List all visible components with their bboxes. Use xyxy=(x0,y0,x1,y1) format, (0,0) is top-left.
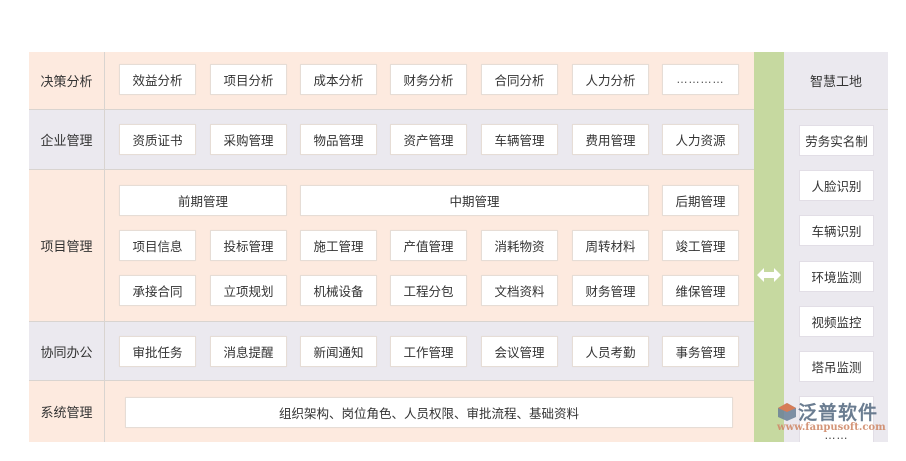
module-benefit-analysis[interactable]: 效益分析 xyxy=(119,64,196,95)
module-consumables[interactable]: 消耗物资 xyxy=(481,230,558,261)
module-realname-labor[interactable]: 劳务实名制 xyxy=(799,125,874,156)
module-completion[interactable]: 竣工管理 xyxy=(662,230,739,261)
row-label: 企业管理 xyxy=(29,110,105,169)
module-news[interactable]: 新闻通知 xyxy=(300,336,377,367)
module-more[interactable]: ………… xyxy=(662,64,739,95)
phase-early[interactable]: 前期管理 xyxy=(119,185,287,216)
module-finance[interactable]: 财务管理 xyxy=(572,275,649,306)
smart-site-title: 智慧工地 xyxy=(784,52,888,110)
module-qualification-cert[interactable]: 资质证书 xyxy=(119,124,196,155)
module-finance-analysis[interactable]: 财务分析 xyxy=(390,64,467,95)
module-turnover-materials[interactable]: 周转材料 xyxy=(572,230,649,261)
module-video-surveillance[interactable]: 视频监控 xyxy=(799,306,874,337)
module-bidding[interactable]: 投标管理 xyxy=(210,230,287,261)
row-label: 协同办公 xyxy=(29,322,105,380)
connector-bar xyxy=(754,52,784,442)
more-label: …… xyxy=(824,429,849,442)
module-face-recognition[interactable]: 人脸识别 xyxy=(799,170,874,201)
module-environment-monitoring[interactable]: 环境监测 xyxy=(799,261,874,292)
row-label: 项目管理 xyxy=(29,170,105,321)
module-goods[interactable]: 物品管理 xyxy=(300,124,377,155)
row-decision-analysis: 决策分析 效益分析 项目分析 成本分析 财务分析 合同分析 人力分析 ………… xyxy=(29,52,754,110)
row-system-management: 系统管理 组织架构、岗位角色、人员权限、审批流程、基础资料 xyxy=(29,381,754,442)
module-work[interactable]: 工作管理 xyxy=(390,336,467,367)
row-label: 系统管理 xyxy=(29,381,105,442)
module-approval-tasks[interactable]: 审批任务 xyxy=(119,336,196,367)
module-more-smart-site[interactable]: …… xyxy=(799,396,874,442)
module-assets[interactable]: 资产管理 xyxy=(390,124,467,155)
module-machinery[interactable]: 机械设备 xyxy=(300,275,377,306)
module-tower-crane-monitoring[interactable]: 塔吊监测 xyxy=(799,351,874,382)
phase-middle[interactable]: 中期管理 xyxy=(300,185,649,216)
module-contract-analysis[interactable]: 合同分析 xyxy=(481,64,558,95)
module-project-analysis[interactable]: 项目分析 xyxy=(210,64,287,95)
module-affairs[interactable]: 事务管理 xyxy=(662,336,739,367)
module-cost-analysis[interactable]: 成本分析 xyxy=(300,64,377,95)
module-construction[interactable]: 施工管理 xyxy=(300,230,377,261)
module-human-resources[interactable]: 人力资源 xyxy=(662,124,739,155)
module-maintenance[interactable]: 维保管理 xyxy=(662,275,739,306)
module-meetings[interactable]: 会议管理 xyxy=(481,336,558,367)
module-notifications[interactable]: 消息提醒 xyxy=(210,336,287,367)
row-collaborative-office: 协同办公 审批任务 消息提醒 新闻通知 工作管理 会议管理 人员考勤 事务管理 xyxy=(29,322,754,381)
module-subcontract[interactable]: 工程分包 xyxy=(390,275,467,306)
double-arrow-icon xyxy=(757,268,781,282)
module-contract-undertaking[interactable]: 承接合同 xyxy=(119,275,196,306)
phase-late[interactable]: 后期管理 xyxy=(662,185,739,216)
module-documents[interactable]: 文档资料 xyxy=(481,275,558,306)
module-expenses[interactable]: 费用管理 xyxy=(572,124,649,155)
row-label: 决策分析 xyxy=(29,52,105,109)
module-procurement[interactable]: 采购管理 xyxy=(210,124,287,155)
module-attendance[interactable]: 人员考勤 xyxy=(572,336,649,367)
module-hr-analysis[interactable]: 人力分析 xyxy=(572,64,649,95)
smart-site-panel: 智慧工地 劳务实名制 人脸识别 车辆识别 环境监测 视频监控 塔吊监测 …… xyxy=(784,52,888,442)
module-project-info[interactable]: 项目信息 xyxy=(119,230,196,261)
system-modules-summary[interactable]: 组织架构、岗位角色、人员权限、审批流程、基础资料 xyxy=(125,397,733,428)
row-project-management: 项目管理 前期管理 中期管理 后期管理 项目信息 投标管理 施工管理 产值管理 … xyxy=(29,170,754,322)
row-enterprise-management: 企业管理 资质证书 采购管理 物品管理 资产管理 车辆管理 费用管理 人力资源 xyxy=(29,110,754,170)
module-vehicle-recognition[interactable]: 车辆识别 xyxy=(799,215,874,246)
module-vehicles[interactable]: 车辆管理 xyxy=(481,124,558,155)
module-project-planning[interactable]: 立项规划 xyxy=(210,275,287,306)
module-output-value[interactable]: 产值管理 xyxy=(390,230,467,261)
